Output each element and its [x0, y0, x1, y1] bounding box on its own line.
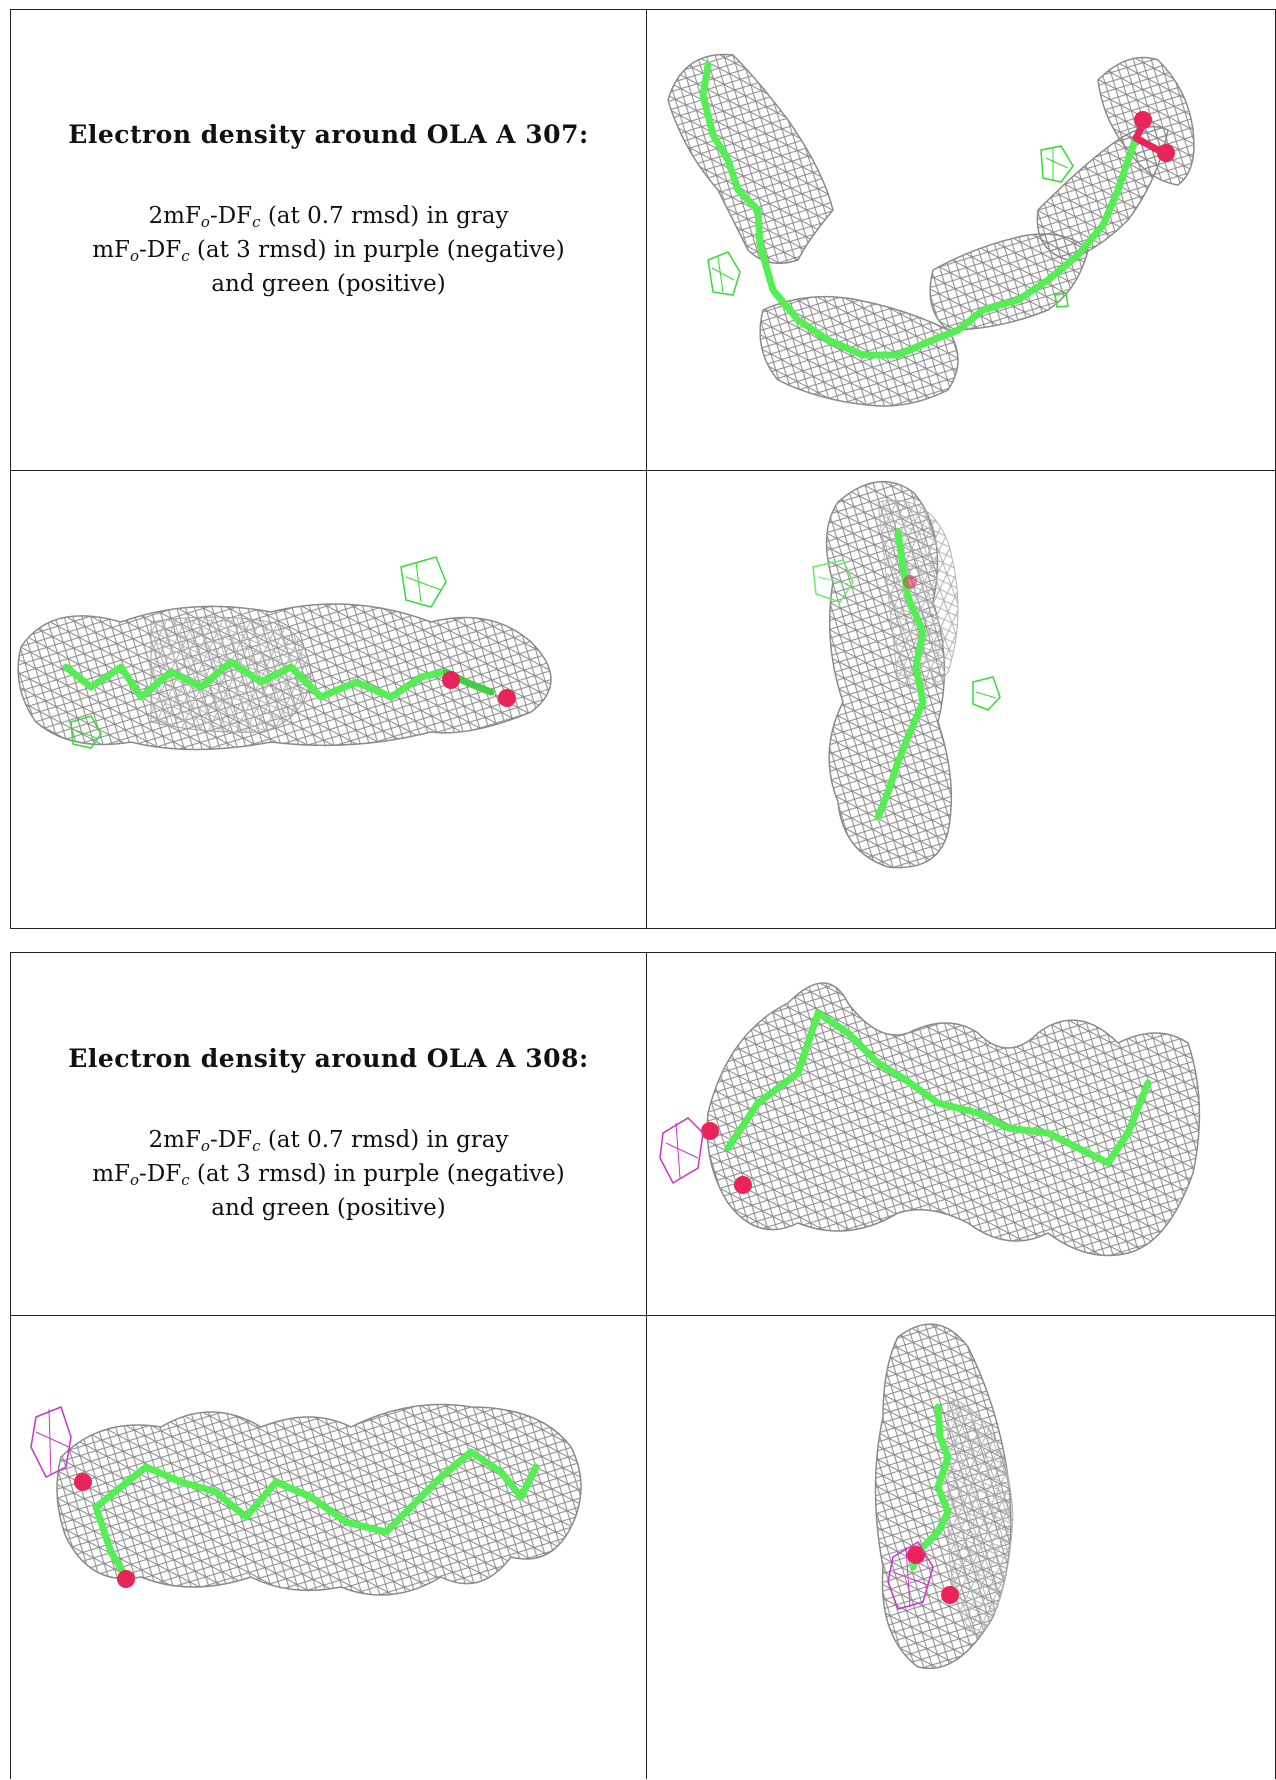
- positive-difference-density: [707, 145, 1074, 308]
- density-view-1: [648, 10, 1275, 469]
- positive-difference-density: [812, 559, 1001, 711]
- positive-difference-density: [70, 556, 447, 749]
- density-view-4: [648, 953, 1275, 1314]
- gray-density-mesh: [17, 603, 552, 751]
- density-view-5: [11, 1317, 645, 1780]
- legend-mfo-dfc: mFo-DFc (at 3 rmsd) in purple (negative): [92, 1160, 565, 1189]
- oxygen-atoms: [74, 1473, 135, 1588]
- row-divider: [11, 1315, 1275, 1316]
- legend-2mfo-dfc: 2mFo-DFc (at 0.7 rmsd) in gray: [148, 202, 509, 231]
- caption-cell: Electron density around OLA A 308: 2mFo-…: [11, 953, 646, 1315]
- negative-difference-density: [30, 1406, 72, 1479]
- negative-difference-density: [659, 1117, 704, 1185]
- gray-density-mesh: [667, 53, 1195, 407]
- oxygen-atoms: [907, 1546, 959, 1604]
- legend-2mfo-dfc: 2mFo-DFc (at 0.7 rmsd) in gray: [148, 1126, 509, 1155]
- gray-density-mesh: [825, 480, 959, 869]
- density-view-2: [11, 472, 645, 928]
- oleate-ligand-stick: [724, 1009, 1152, 1167]
- oxygen-atoms: [442, 671, 516, 707]
- legend-positive-note: and green (positive): [211, 270, 446, 297]
- panel-title: Electron density around OLA A 307:: [68, 119, 589, 149]
- negative-difference-density: [887, 1540, 934, 1610]
- oxygen-atoms: [903, 575, 917, 589]
- oxygen-atoms: [701, 1122, 752, 1194]
- oxygen-atoms: [1134, 111, 1175, 162]
- gray-density-mesh: [706, 982, 1201, 1257]
- density-view-3: [648, 472, 1275, 928]
- legend-positive-note: and green (positive): [211, 1194, 446, 1221]
- density-view-6: [648, 1317, 1275, 1780]
- panel-title: Electron density around OLA A 308:: [68, 1043, 589, 1073]
- row-divider: [11, 470, 1275, 471]
- oleate-ligand-stick: [92, 1448, 540, 1581]
- column-divider: [646, 953, 647, 1779]
- density-panel-ola-307: Electron density around OLA A 307: 2mFo-…: [10, 9, 1276, 929]
- legend-mfo-dfc: mFo-DFc (at 3 rmsd) in purple (negative): [92, 236, 565, 265]
- caption-cell: Electron density around OLA A 307: 2mFo-…: [11, 10, 646, 410]
- density-panel-ola-308: Electron density around OLA A 308: 2mFo-…: [10, 952, 1276, 1779]
- column-divider: [646, 10, 647, 928]
